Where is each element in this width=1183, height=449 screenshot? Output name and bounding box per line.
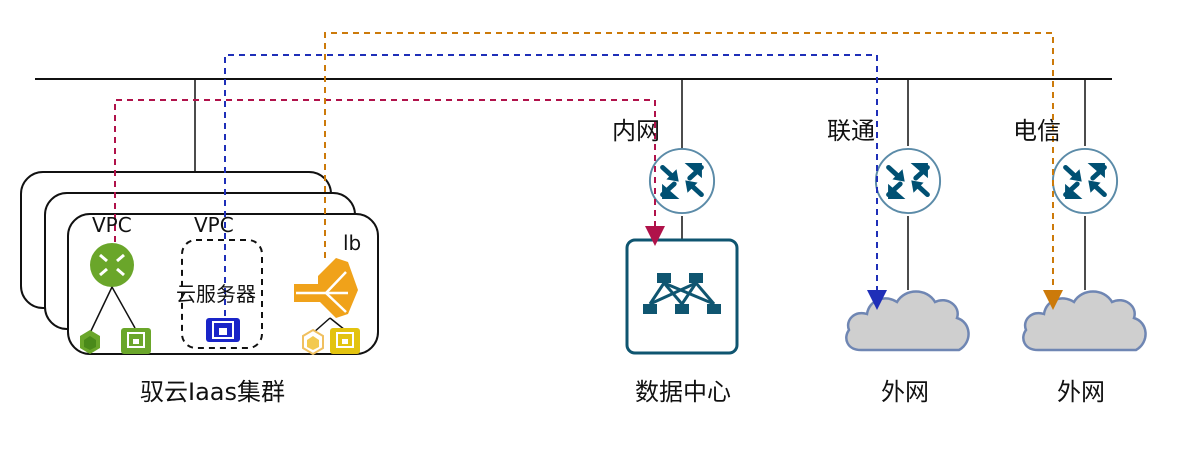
telecom-endpoint-label: 外网 — [1057, 378, 1105, 406]
datacenter-icon — [625, 238, 739, 355]
lb-server-icon — [330, 328, 360, 354]
cluster-name: 驭云Iaas集群 — [140, 378, 285, 406]
unicom-cloud-icon — [845, 290, 970, 352]
datacenter-label: 数据中心 — [635, 378, 731, 406]
telecom-router-icon — [1053, 149, 1117, 213]
cloud-server-icon — [206, 318, 240, 342]
intranet-router-label: 内网 — [612, 117, 660, 145]
lb-instance-icon — [302, 328, 324, 356]
vpc-label-1: VPC — [92, 213, 132, 237]
telecom-cloud-icon — [1022, 290, 1147, 352]
cloud-server-label: 云服务器 — [176, 282, 256, 306]
path-vpc-to-datacenter — [114, 99, 665, 246]
telecom-router-label: 电信 — [1013, 117, 1061, 145]
server-vpc-group — [181, 239, 263, 349]
load-balancer-icon — [294, 258, 358, 318]
path-lb-to-telecom — [324, 32, 1063, 310]
unicom-endpoint-label: 外网 — [881, 378, 929, 406]
unicom-router-label: 联通 — [827, 117, 875, 145]
unicom-router-icon — [876, 149, 940, 213]
intranet-router-icon — [650, 149, 714, 213]
vpc-label-2: VPC — [194, 213, 234, 237]
vpc-router-icon — [90, 243, 134, 287]
lb-label: lb — [343, 231, 362, 255]
path-server-to-unicom — [224, 54, 887, 316]
vpc-server-icon — [121, 328, 151, 354]
vpc-instance-icon — [80, 330, 100, 354]
cluster-frame-front — [67, 213, 379, 355]
